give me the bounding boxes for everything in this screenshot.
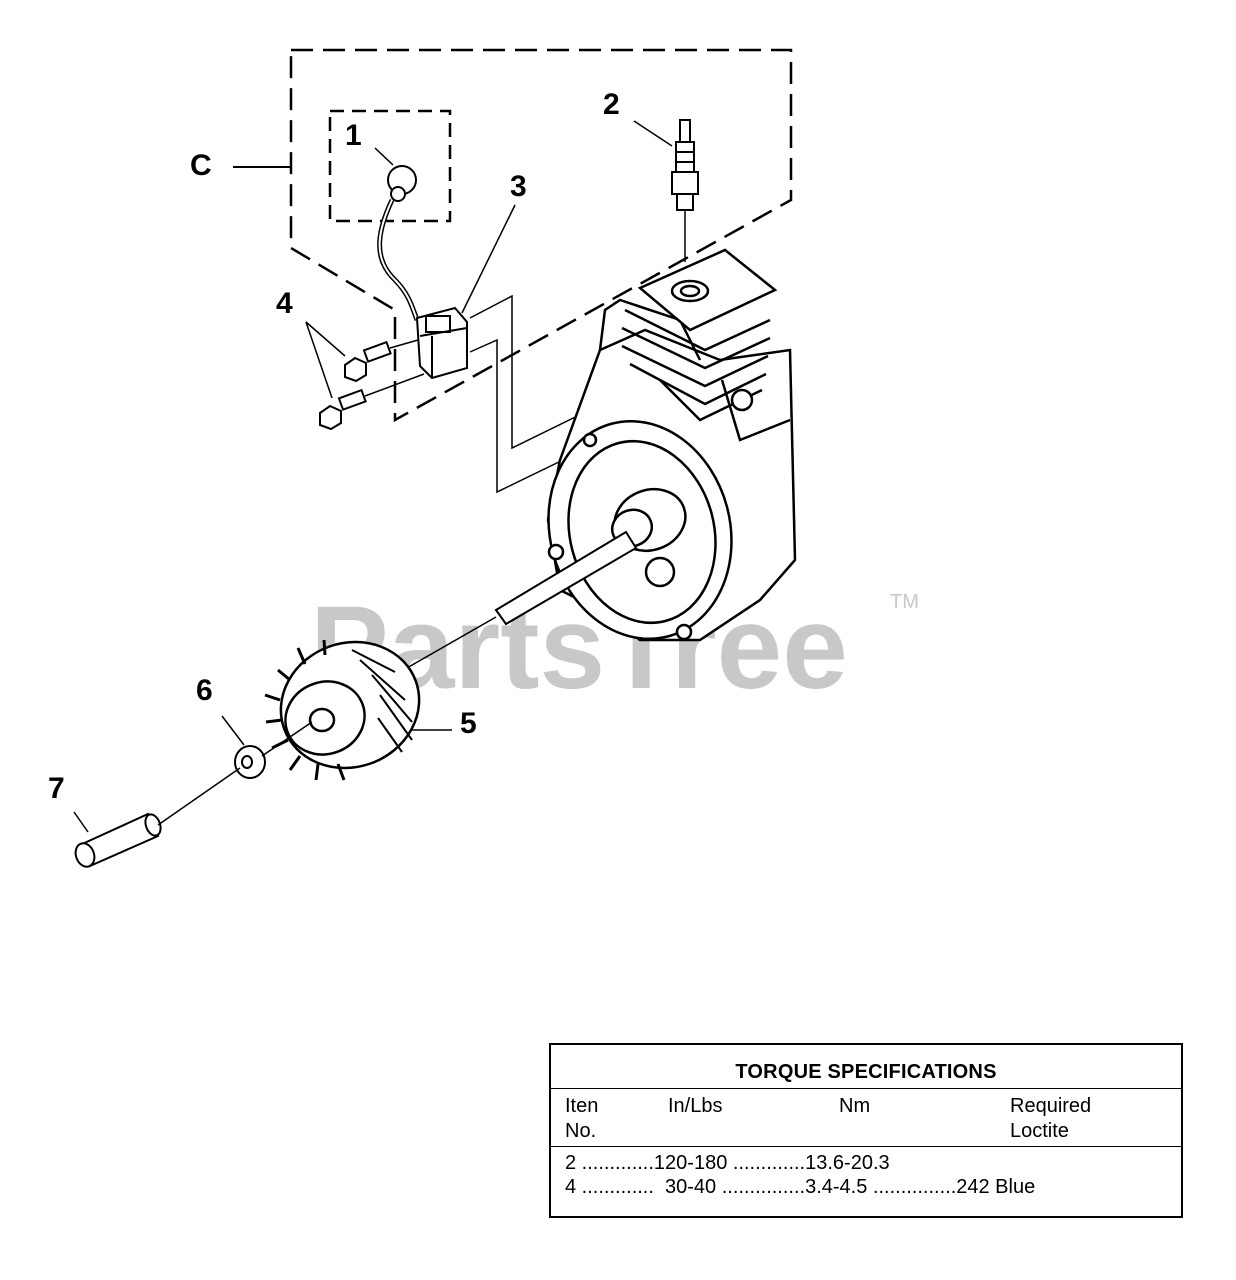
leader-2 [633, 120, 673, 147]
table-rule-top [551, 1088, 1181, 1089]
kit-boundary-item-1 [328, 109, 452, 223]
callout-5: 5 [460, 707, 477, 740]
header-in-lbs: In/Lbs [668, 1095, 723, 1117]
callout-2: 2 [603, 88, 620, 121]
header-loctite-line2: Loctite [1010, 1120, 1069, 1142]
torque-specifications-table: TORQUE SPECIFICATIONS Iten No. In/Lbs Nm… [549, 1043, 1183, 1218]
nut-sleeve [74, 812, 162, 868]
coil-boot [377, 165, 420, 321]
kit-boundary-c [289, 48, 793, 423]
callout-6: 6 [196, 674, 213, 707]
callout-3: 3 [510, 170, 527, 203]
table-title: TORQUE SPECIFICATIONS [735, 1061, 997, 1083]
callout-c: C [190, 149, 212, 182]
leader-7 [73, 811, 89, 833]
washer [234, 745, 266, 779]
callout-7: 7 [48, 772, 65, 805]
leader-4b [305, 321, 333, 399]
table-row: 4 ............. 30-40 ...............3.4… [565, 1176, 1036, 1198]
assembly-line-7 [157, 767, 241, 826]
leader-1 [374, 147, 394, 166]
header-item: Iten No. [565, 1094, 598, 1144]
leader-6 [221, 715, 245, 746]
header-item-line1: Iten [565, 1095, 599, 1117]
header-loctite-line1: Required [1010, 1095, 1092, 1117]
callout-1: 1 [345, 119, 362, 152]
ignition-module [415, 306, 468, 380]
leader-3 [461, 204, 516, 314]
assembly-lines [469, 294, 611, 494]
spark-plug [671, 119, 699, 262]
assembly-line-6 [261, 721, 313, 757]
table-rule-mid [551, 1146, 1181, 1147]
header-nm: Nm [839, 1095, 871, 1117]
screws [319, 339, 425, 431]
table-row: 2 .............120-180 .............13.6… [565, 1152, 890, 1174]
callout-4: 4 [276, 287, 293, 320]
header-item-line2: No. [565, 1120, 597, 1142]
watermark-trademark: TM [890, 591, 919, 613]
flywheel [264, 639, 421, 781]
header-loctite: Required Loctite [1010, 1094, 1091, 1144]
leader-4a [305, 321, 346, 357]
